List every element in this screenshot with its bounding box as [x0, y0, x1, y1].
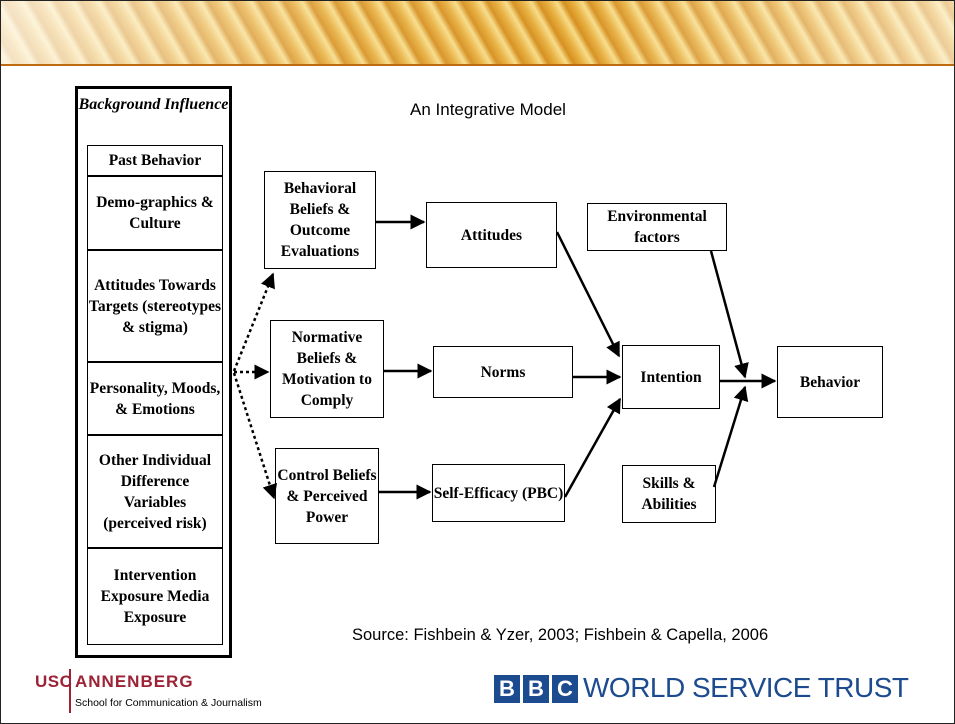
norms-box: Norms [433, 346, 573, 398]
bg-attitudes-targets: Attitudes Towards Targets (stereotypes &… [87, 250, 223, 362]
header-divider [0, 64, 955, 66]
school-name: School for Communication & Journalism [75, 697, 262, 709]
background-influence-group [75, 86, 232, 658]
logo-divider [69, 669, 71, 713]
source-citation: Source: Fishbein & Yzer, 2003; Fishbein … [352, 626, 769, 644]
bg-individual-differences: Other Individual Difference Variables (p… [87, 435, 223, 548]
bbc-letter-c: C [552, 675, 578, 703]
arrow-self-efficacy-intention [563, 397, 622, 498]
background-influence-title: Background Influence [78, 96, 229, 113]
environmental-factors-box: Environmental factors [587, 203, 727, 251]
normative-beliefs-box: Normative Beliefs & Motivation to Comply [270, 320, 384, 418]
bg-personality: Personality, Moods, & Emotions [87, 362, 223, 435]
behavior-box: Behavior [777, 346, 883, 418]
bg-demographics: Demo-graphics & Culture [87, 176, 223, 250]
control-beliefs-box: Control Beliefs & Perceived Power [275, 448, 379, 544]
bbc-letter-b1: B [494, 675, 520, 703]
intention-box: Intention [622, 345, 720, 409]
bbc-world-service-trust: WORLD SERVICE TRUST [583, 672, 909, 703]
arrow-attitudes-intention [555, 231, 621, 358]
bg-past-behavior: Past Behavior [87, 145, 223, 176]
usc-logo-text: USC [35, 672, 73, 691]
annenberg-logo-text: ANNENBERG [75, 672, 194, 691]
dotted-arrow-to-behavioral [232, 272, 275, 372]
diagram-title: An Integrative Model [410, 100, 566, 119]
behavioral-beliefs-box: Behavioral Beliefs & Outcome Evaluations [264, 171, 376, 269]
bbc-letter-b2: B [523, 675, 549, 703]
bg-intervention-exposure: Intervention Exposure Media Exposure [87, 548, 223, 645]
skills-abilities-box: Skills & Abilities [622, 465, 716, 523]
dotted-arrow-to-control [232, 372, 278, 500]
header-banner-fade [0, 0, 955, 66]
self-efficacy-box: Self-Efficacy (PBC) [432, 464, 565, 522]
arrow-skills-moderator [712, 385, 749, 488]
arrow-environmental-moderator [709, 250, 749, 379]
attitudes-box: Attitudes [426, 202, 557, 268]
